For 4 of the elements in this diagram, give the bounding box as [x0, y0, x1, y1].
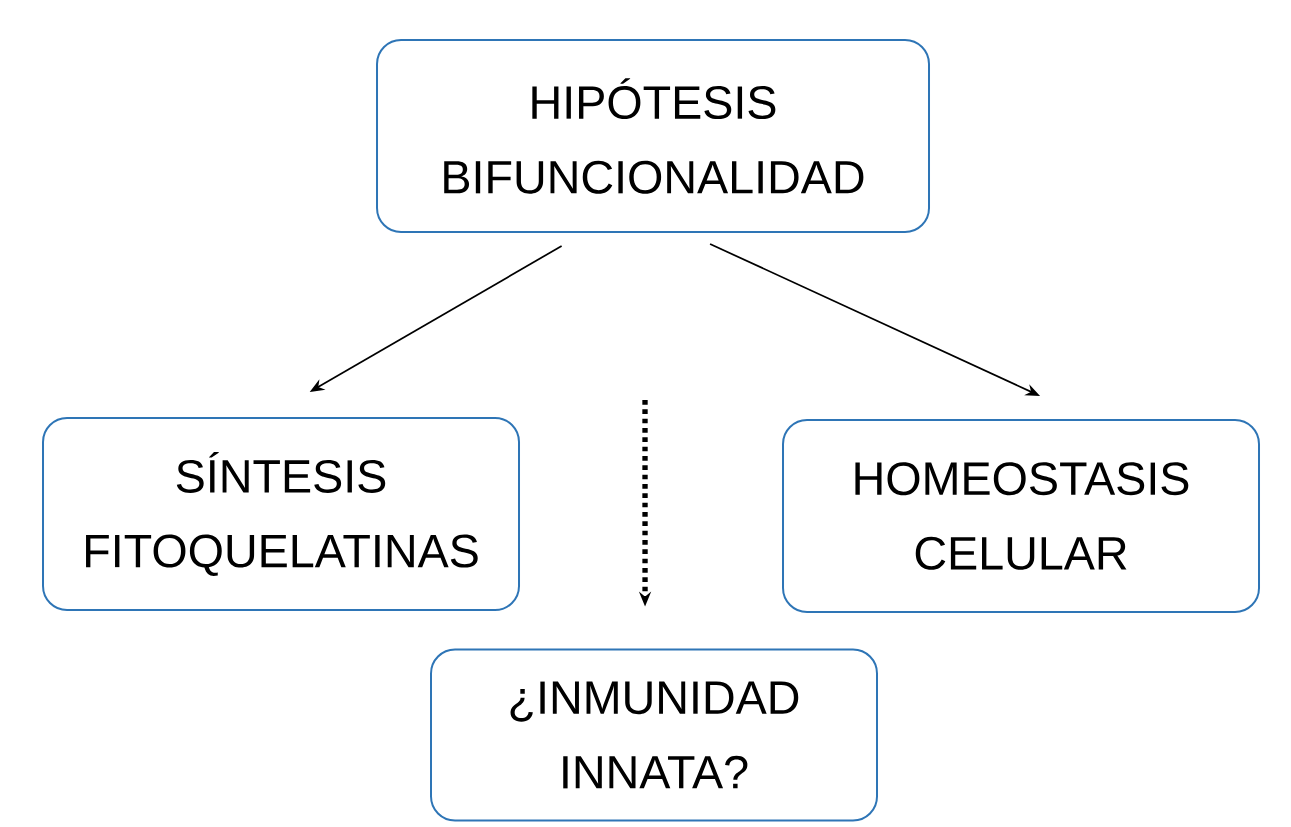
process-box: SÍNTESIS FITOQUELATINAS — [42, 417, 520, 611]
process-box: ¿INMUNIDAD INNATA? — [430, 648, 878, 822]
process-box: HOMEOSTASIS CELULAR — [782, 419, 1260, 613]
process-box: HIPÓTESIS BIFUNCIONALIDAD — [376, 39, 930, 233]
